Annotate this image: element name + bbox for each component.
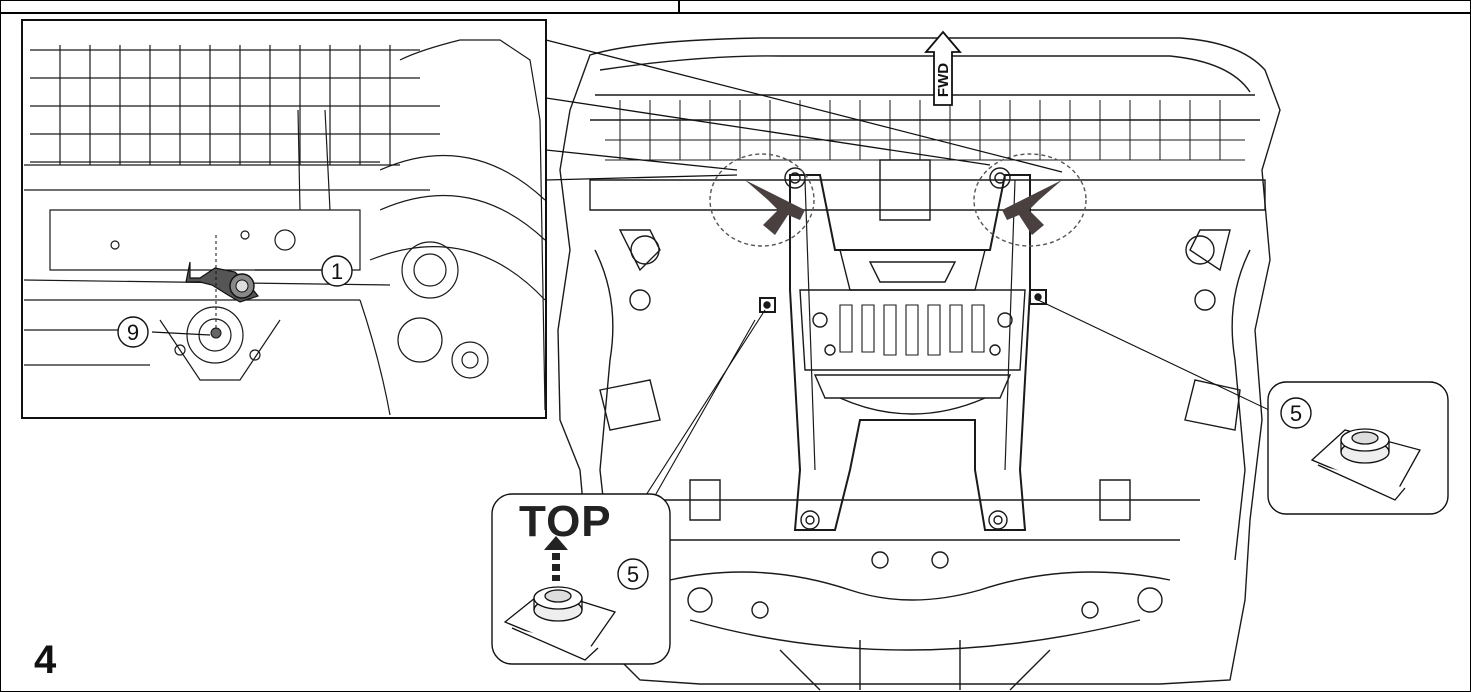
highlight-circles xyxy=(709,153,1087,247)
clip-detail-right: 5 xyxy=(1037,299,1449,515)
forward-arrow: FWD xyxy=(924,30,962,106)
callout-5-left: 5 xyxy=(627,562,639,587)
inset-connectors xyxy=(545,39,1063,181)
header-divider xyxy=(0,12,1471,14)
fwd-label: FWD xyxy=(935,63,952,97)
callout-5-right: 5 xyxy=(1290,401,1302,426)
step-number: 4 xyxy=(34,638,57,682)
callout-9: 9 xyxy=(127,320,139,345)
clip-nut-icon xyxy=(503,586,617,661)
pointer-arrows xyxy=(745,180,1062,235)
header-tick xyxy=(678,0,680,13)
vehicle-underbody xyxy=(557,37,1281,691)
top-direction-arrow xyxy=(544,536,568,581)
bracket-part xyxy=(185,261,260,303)
detail-inset: 1 9 xyxy=(21,19,547,419)
clip-detail-left: 5 xyxy=(491,309,766,665)
clip-nut-icon xyxy=(1310,428,1421,501)
callout-1: 1 xyxy=(331,259,343,284)
top-label: TOP xyxy=(519,497,612,546)
